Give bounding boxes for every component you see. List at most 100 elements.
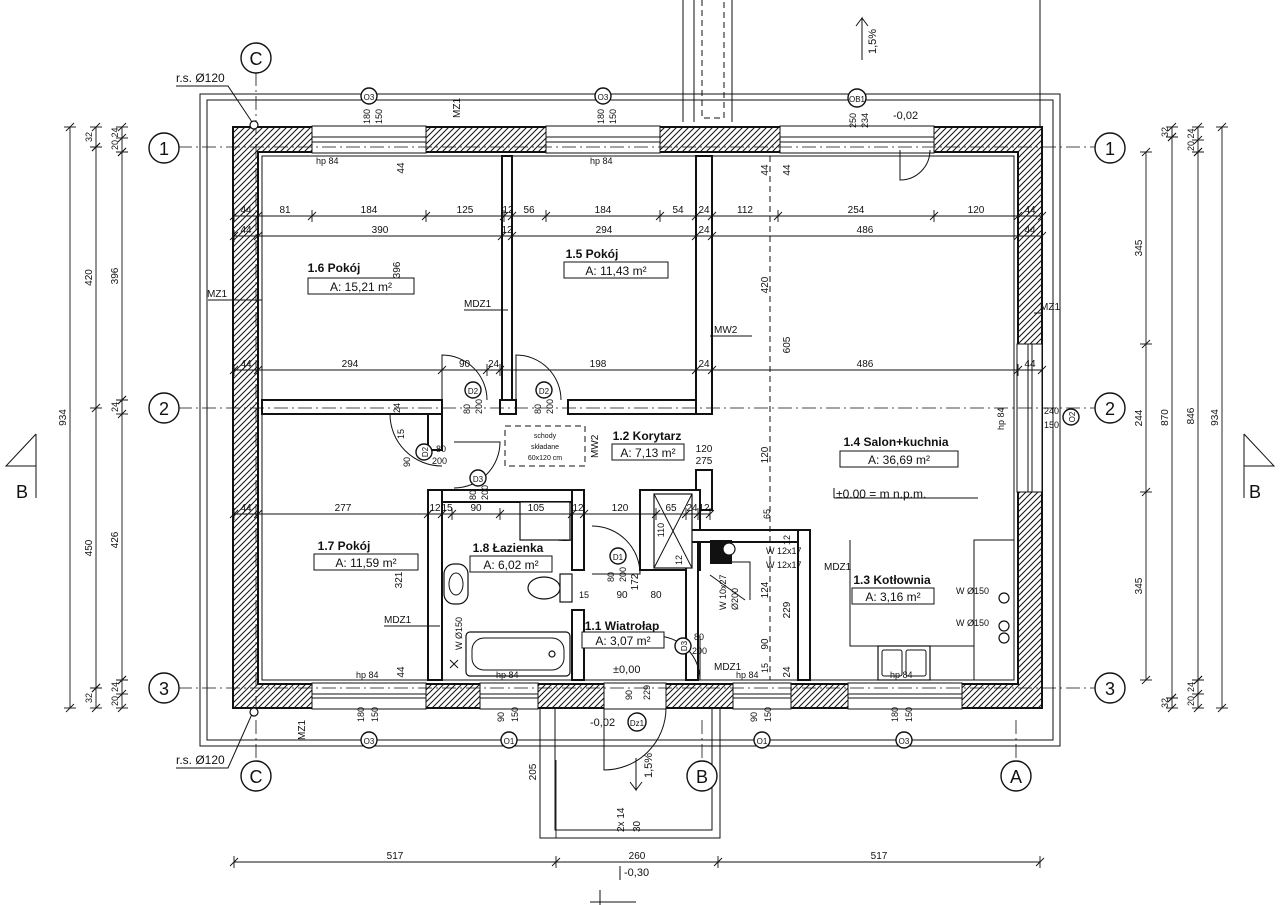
dimension-label: 44 [240, 205, 252, 216]
svg-text:150: 150 [608, 109, 618, 124]
svg-text:200: 200 [618, 567, 628, 582]
ground-level: -0,30 [624, 867, 649, 879]
svg-text:2: 2 [1105, 399, 1115, 419]
dimension-label: 420 [84, 269, 95, 286]
svg-text:3: 3 [1105, 679, 1115, 699]
lintel-mdz1-a: MDZ1 [464, 299, 492, 310]
window-tag-o1-2: O1 90 150 [749, 707, 773, 749]
svg-text:90: 90 [749, 712, 759, 722]
lintel-mw2-b: MW2 [590, 434, 601, 458]
dimension-label: 846 [1186, 407, 1197, 424]
dimension-label: 321 [394, 571, 405, 588]
vent-label: W Ø150 [956, 586, 989, 596]
dimension-label: 56 [523, 205, 535, 216]
svg-text:r.s. Ø120: r.s. Ø120 [176, 71, 225, 85]
section-marker-left: B [4, 433, 37, 502]
dimension-label: 517 [387, 851, 404, 862]
dimension-label: 12 [429, 503, 441, 514]
lintel-mz1-right: MZ1 [1040, 302, 1060, 313]
dimension-label: 65 [665, 503, 677, 514]
window-tag-o3-3: O3 180 150 [356, 707, 380, 749]
lintel-mz1-bottom: MZ1 [297, 720, 308, 740]
svg-text:D2: D2 [468, 387, 479, 396]
svg-text:150: 150 [510, 707, 520, 722]
sill-height: hp 84 [316, 156, 339, 166]
dimension-label: 426 [110, 531, 121, 548]
dimension-label: 486 [857, 359, 874, 370]
door-tag-d2-b: D2 80 200 [533, 381, 555, 414]
svg-text:O3: O3 [364, 93, 375, 102]
door-tag-d2-a: D2 80 200 [462, 381, 484, 414]
svg-text:234: 234 [860, 113, 870, 128]
lintel-mw2-a: MW2 [714, 325, 738, 336]
lintel-mdz1-c: MDZ1 [824, 562, 852, 573]
axis-bubble-row-1-right: 1 [1094, 132, 1126, 164]
section-marker-right: B [1243, 433, 1276, 502]
stairs-note-3: 60x120 cm [528, 455, 562, 462]
dimension-label: 24 [1186, 682, 1196, 692]
dimension-label: 120 [968, 205, 985, 216]
dimension-label: 54 [672, 205, 684, 216]
dimension-label: 12 [782, 535, 792, 545]
lintel-mz1-top: MZ1 [452, 98, 463, 118]
window-tag-o1-1: O1 90 150 [496, 707, 520, 749]
dimension-label: 24 [110, 682, 120, 692]
interior-walls [261, 155, 811, 681]
svg-text:OB1: OB1 [849, 95, 866, 104]
dimension-label: 120 [696, 444, 713, 455]
room-name: 1.1 Wiatrołap [585, 619, 660, 633]
svg-text:200: 200 [692, 646, 707, 656]
slope-bottom: 1,5% [643, 753, 655, 778]
window-tag-o3-2: O3 180 150 [594, 87, 618, 124]
window-tag-o3-4: O3 180 150 [890, 707, 914, 749]
svg-text:80: 80 [468, 490, 478, 500]
sill-height: hp 84 [356, 670, 379, 680]
svg-text:200: 200 [545, 399, 555, 414]
dimension-label: 32 [1160, 698, 1170, 708]
svg-text:O3: O3 [598, 93, 609, 102]
rain-leader-bottom: r.s. Ø120 [176, 707, 259, 769]
window-tag-ob1: OB1 250 234 [847, 88, 870, 128]
axis-bubble-row-3-right: 3 [1094, 672, 1126, 704]
sill-height: hp 84 [590, 156, 613, 166]
dimension-label: 125 [457, 205, 474, 216]
dimension-label: 24 [782, 666, 793, 678]
dimension-lines [64, 122, 1228, 868]
dimension-label: 44 [1024, 205, 1036, 216]
svg-text:200: 200 [474, 399, 484, 414]
svg-text:O2: O2 [1068, 411, 1077, 422]
svg-text:150: 150 [1044, 420, 1059, 430]
svg-text:O3: O3 [899, 737, 910, 746]
dimension-label: 870 [1160, 409, 1171, 426]
door-tag-d3-b: D3 80 200 [674, 632, 707, 656]
dimension-label: 44 [240, 503, 252, 514]
axis-bubble-col-c-top: C [240, 42, 272, 74]
chimney-block [653, 493, 736, 569]
sill-height: hp 84 [890, 670, 913, 680]
dimension-label: 24 [698, 205, 710, 216]
room-1-5: 1.5 Pokój A: 11,43 m² [563, 247, 669, 279]
svg-text:A: A [1010, 767, 1022, 787]
chimney-label: W 10x27 [718, 574, 728, 610]
dimension-label: 396 [392, 261, 403, 278]
dimension-label: 294 [596, 225, 613, 236]
dimension-label: 12 [674, 555, 684, 565]
svg-text:O3: O3 [364, 737, 375, 746]
door-tag-d2-c: D2 80 200 [415, 443, 447, 466]
dimension-label: 90 [760, 638, 771, 650]
dimension-label: 81 [279, 205, 291, 216]
rain-leader-top: r.s. Ø120 [176, 71, 259, 130]
svg-text:150: 150 [904, 707, 914, 722]
room-1-2: 1.2 Korytarz A: 7,13 m² [611, 429, 685, 461]
dimension-label: 24 [110, 127, 120, 137]
dimension-label: 44 [1024, 359, 1036, 370]
dimension-label: 20 [110, 140, 120, 150]
axis-bubble-col-c-bottom: C [240, 760, 272, 792]
room-area: A: 7,13 m² [620, 446, 675, 460]
room-name: 1.5 Pokój [566, 247, 619, 261]
dimension-label: 32 [84, 132, 94, 142]
room-name: 1.2 Korytarz [613, 429, 682, 443]
dimension-label: 24 [686, 503, 698, 514]
dimension-label: 80 [650, 590, 662, 601]
